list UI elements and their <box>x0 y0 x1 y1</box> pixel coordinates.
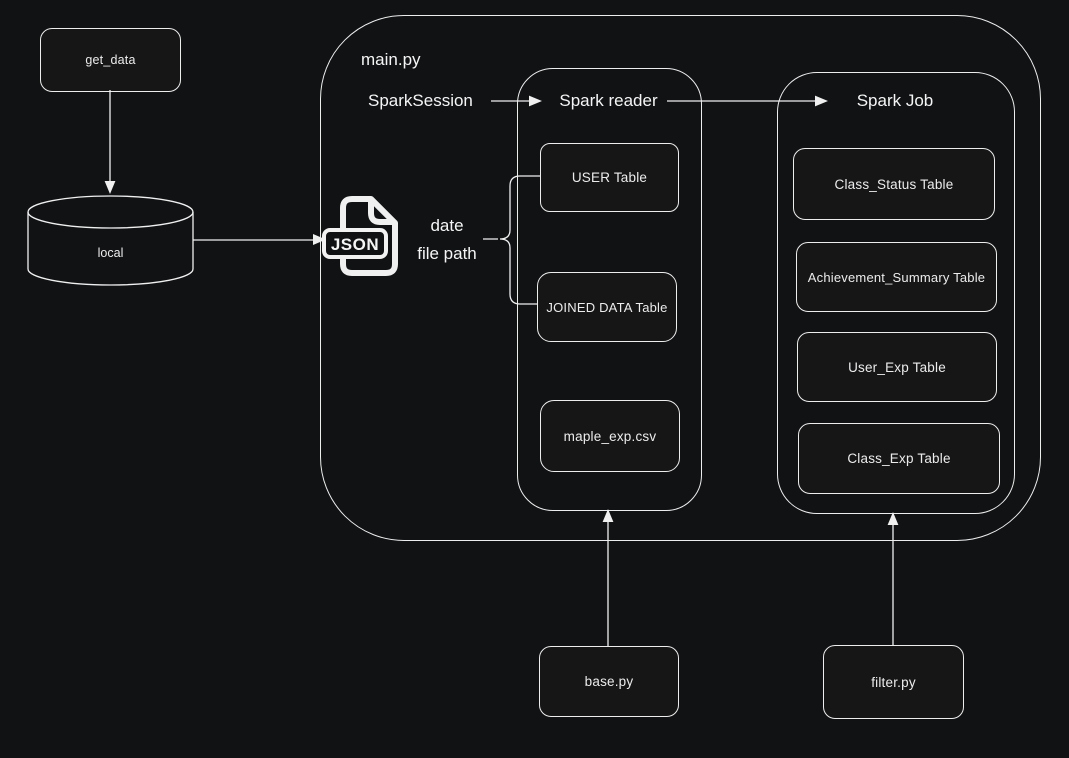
get-data-node: get_data <box>40 28 181 92</box>
achievement-summary-table-node: Achievement_Summary Table <box>796 242 997 312</box>
arrow-get-data-to-local <box>104 90 116 194</box>
date-file-path-label: date file path <box>402 212 492 268</box>
joined-data-table-node: JOINED DATA Table <box>537 272 677 342</box>
spark-job-title: Spark Job <box>856 91 934 110</box>
main-container <box>320 15 1041 541</box>
database-cylinder-icon <box>27 195 194 286</box>
user-table-node: USER Table <box>540 143 679 212</box>
arrow-local-to-json <box>193 234 326 245</box>
get-data-label: get_data <box>85 53 136 67</box>
main-title: main.py <box>361 50 421 69</box>
spark-session-label: SparkSession <box>368 91 473 110</box>
achievement-summary-table-label: Achievement_Summary Table <box>807 269 986 285</box>
user-exp-table-label: User_Exp Table <box>848 359 946 375</box>
class-exp-table-label: Class_Exp Table <box>847 451 951 466</box>
date-file-path-line1: date <box>430 216 464 235</box>
date-file-path-line2: file path <box>417 244 477 263</box>
base-py-node: base.py <box>539 646 679 717</box>
user-exp-table-node: User_Exp Table <box>797 332 997 402</box>
joined-data-table-label: JOINED DATA Table <box>546 299 668 315</box>
class-exp-table-node: Class_Exp Table <box>798 423 1000 494</box>
class-status-table-node: Class_Status Table <box>793 148 995 220</box>
class-status-table-label: Class_Status Table <box>834 176 954 192</box>
user-table-label: USER Table <box>571 170 648 185</box>
local-db-label: local <box>97 246 124 260</box>
maple-exp-csv-label: maple_exp.csv <box>563 428 657 444</box>
spark-reader-title: Spark reader <box>559 91 658 110</box>
filter-py-label: filter.py <box>871 674 916 690</box>
filter-py-node: filter.py <box>823 645 964 719</box>
maple-exp-csv-node: maple_exp.csv <box>540 400 680 472</box>
base-py-label: base.py <box>584 674 634 689</box>
